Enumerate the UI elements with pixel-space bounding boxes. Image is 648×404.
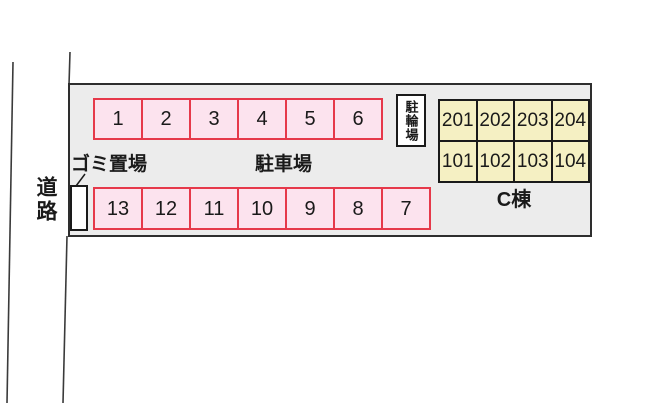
garbage-area-label: ゴミ置場: [71, 154, 148, 175]
parking-space-7: 7: [381, 187, 431, 230]
road-right-line-lower: [62, 235, 68, 404]
parking-space-9: 9: [285, 187, 335, 230]
garbage-label-connector-line: [75, 173, 86, 187]
building-c-label: C棟: [496, 189, 532, 211]
parking-space-13: 13: [93, 187, 143, 230]
building-c: 201 202 203 204 101 102 103 104: [438, 99, 590, 183]
parking-space-4: 4: [237, 98, 287, 140]
unit-102: 102: [476, 141, 514, 182]
road-right-line-upper: [68, 51, 71, 86]
stall-row-top: 1 2 3 4 5 6: [93, 98, 383, 140]
parking-space-8: 8: [333, 187, 383, 230]
road-label: 道路: [34, 176, 57, 224]
unit-104: 104: [551, 141, 589, 182]
stall-row-bottom: 13 12 11 10 9 8 7: [93, 187, 431, 230]
bicycle-parking-box: 駐輪場: [396, 94, 426, 147]
unit-103: 103: [514, 141, 552, 182]
parking-space-1: 1: [93, 98, 143, 140]
parking-space-6: 6: [333, 98, 383, 140]
unit-203: 203: [514, 100, 552, 141]
parking-space-11: 11: [189, 187, 239, 230]
parking-lot-label: 駐車場: [255, 154, 313, 175]
garbage-area-box: [70, 185, 88, 231]
parking-space-3: 3: [189, 98, 239, 140]
unit-202: 202: [476, 100, 514, 141]
bicycle-parking-label: 駐輪場: [403, 99, 419, 142]
parking-space-10: 10: [237, 187, 287, 230]
parking-lot-area: 1 2 3 4 5 6 駐輪場 201 202 203 204 101 102 …: [68, 83, 592, 237]
road-left-line: [6, 61, 14, 404]
unit-101: 101: [439, 141, 477, 182]
unit-204: 204: [551, 100, 589, 141]
parking-space-5: 5: [285, 98, 335, 140]
parking-space-12: 12: [141, 187, 191, 230]
unit-201: 201: [439, 100, 477, 141]
parking-space-2: 2: [141, 98, 191, 140]
